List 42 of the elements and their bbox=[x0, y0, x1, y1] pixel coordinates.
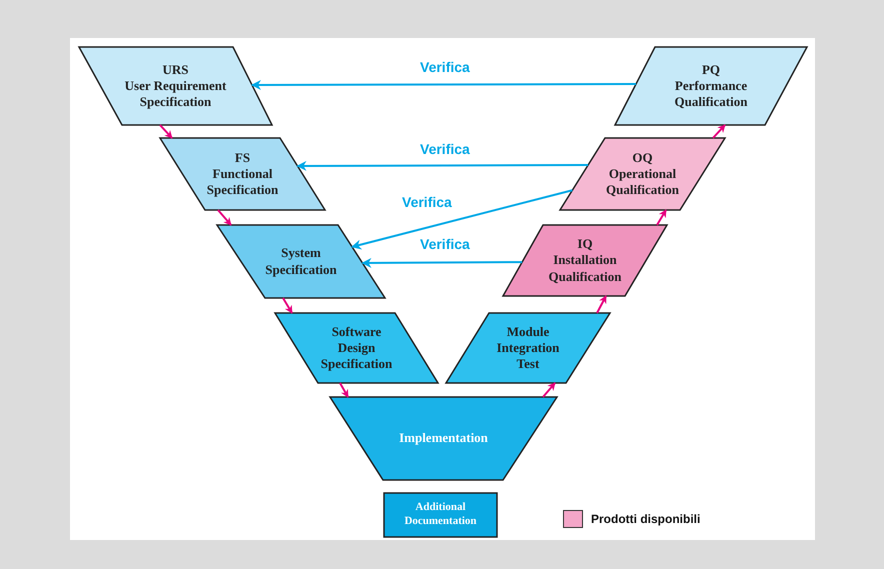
node-label: User Requirement Specification bbox=[124, 78, 228, 110]
arrow bbox=[712, 124, 726, 139]
parallelogram-box bbox=[560, 138, 725, 210]
abbreviation-label: FS bbox=[234, 150, 250, 166]
arrow bbox=[542, 382, 556, 398]
node-label: Module Integration Test bbox=[496, 324, 560, 372]
arrow bbox=[282, 297, 293, 314]
arrow bbox=[251, 80, 636, 90]
arrow bbox=[159, 124, 173, 139]
arrow bbox=[596, 295, 607, 314]
edge-label: Verifica bbox=[400, 194, 454, 210]
arrow bbox=[217, 209, 232, 226]
abbreviation-label: URS bbox=[162, 62, 188, 78]
node-label: Performance Qualification bbox=[674, 78, 748, 110]
parallelogram-box bbox=[330, 397, 557, 480]
legend-label: Prodotti disponibili bbox=[591, 512, 700, 526]
node-label: Implementation bbox=[399, 430, 488, 447]
node-label: Functional Specification bbox=[206, 166, 280, 198]
abbreviation-label: IQ bbox=[577, 236, 593, 252]
node-label: Installation Qualification bbox=[548, 252, 622, 285]
parallelogram-box bbox=[275, 313, 438, 383]
process-box bbox=[384, 493, 497, 537]
node-label: Software Design Specification bbox=[320, 324, 394, 372]
abbreviation-label: PQ bbox=[702, 62, 720, 78]
arrow bbox=[339, 382, 349, 398]
arrow bbox=[656, 209, 667, 226]
arrow bbox=[351, 189, 573, 250]
edge-label: Verifica bbox=[418, 141, 472, 157]
edge-label: Verifica bbox=[418, 59, 472, 75]
parallelogram-box bbox=[503, 225, 667, 296]
parallelogram-box bbox=[160, 138, 325, 210]
arrow bbox=[361, 258, 522, 268]
node-label: Additional Documentation bbox=[403, 501, 478, 529]
edge-label: Verifica bbox=[418, 236, 472, 252]
parallelogram-box bbox=[79, 47, 272, 125]
arrow bbox=[296, 160, 588, 171]
parallelogram-box bbox=[615, 47, 807, 125]
abbreviation-label: OQ bbox=[632, 150, 653, 166]
parallelogram-box bbox=[446, 313, 610, 383]
node-label: System Specification bbox=[264, 245, 338, 278]
parallelogram-box bbox=[217, 225, 385, 298]
node-label: Operational Qualification bbox=[605, 166, 680, 198]
